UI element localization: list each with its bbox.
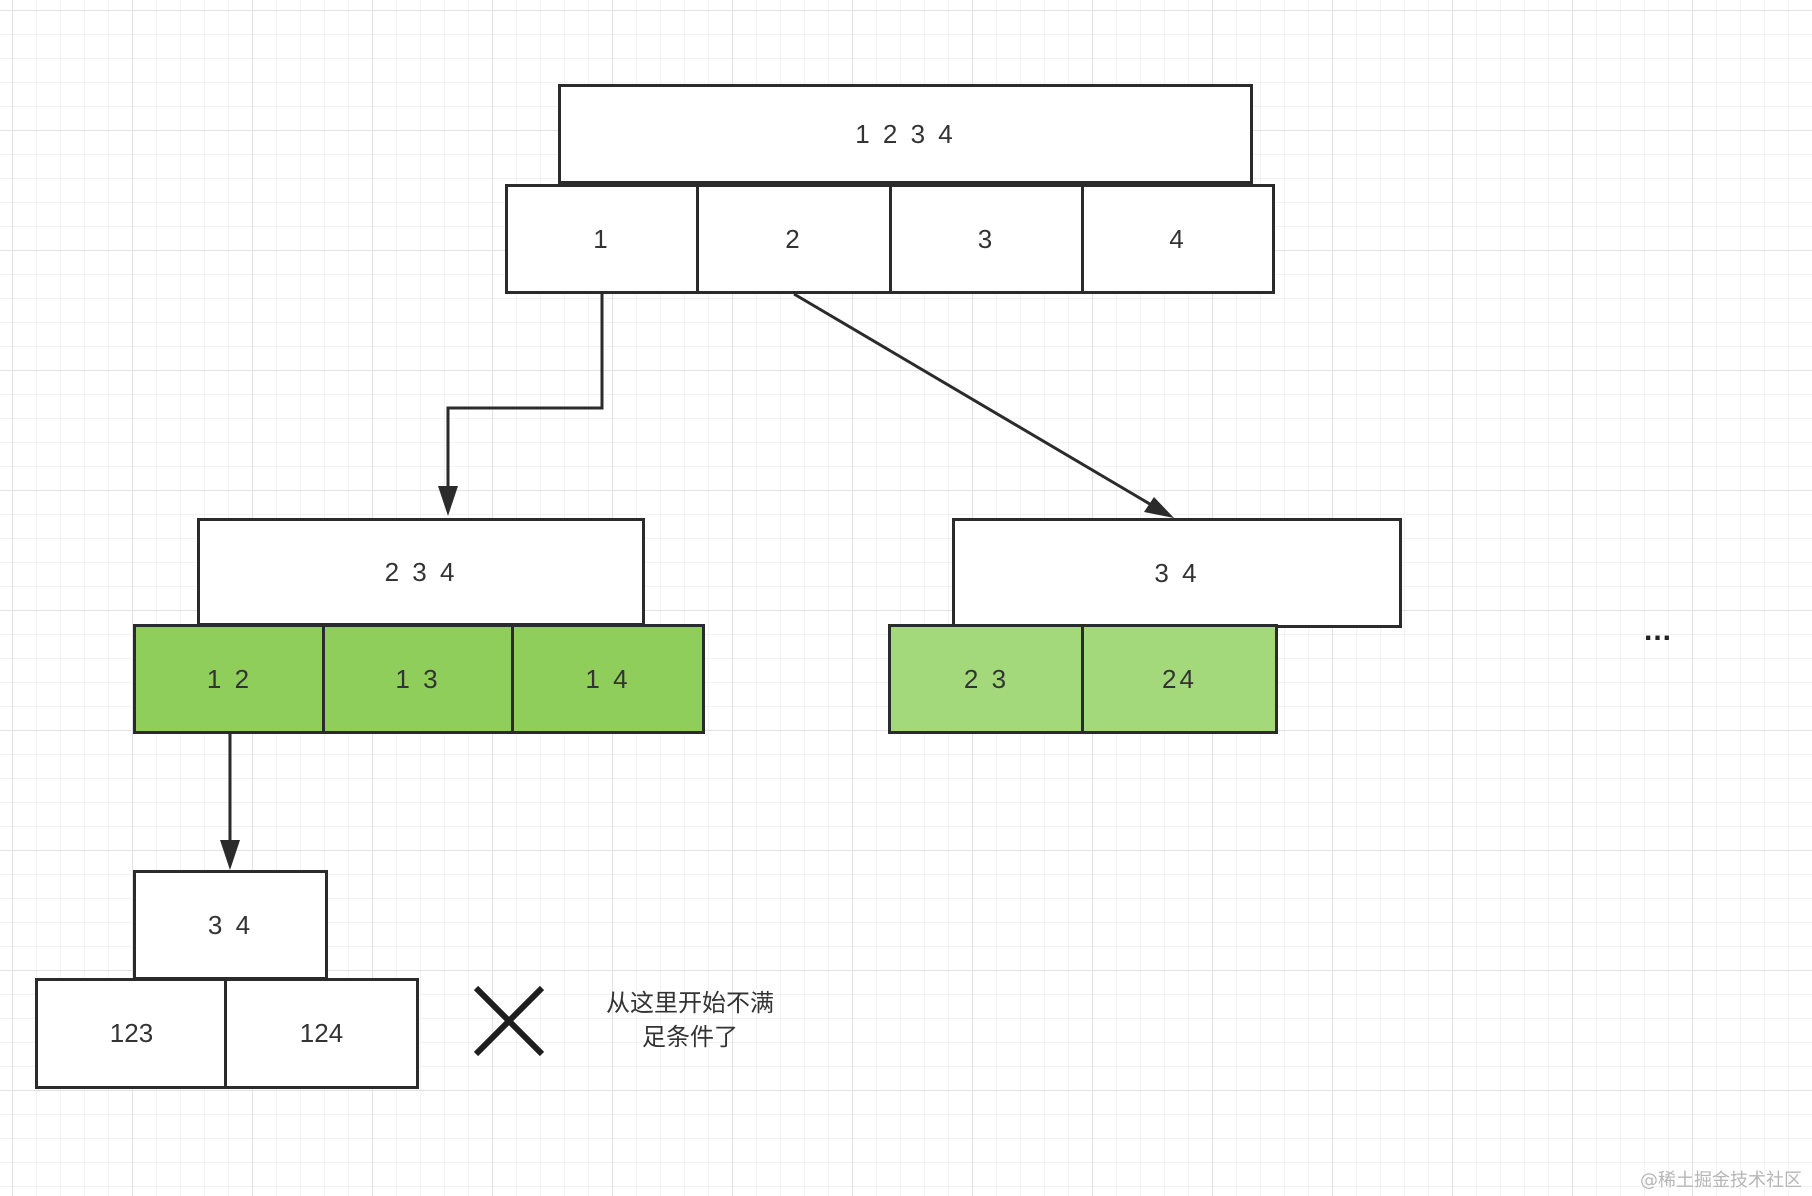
root-header: 1 2 3 4 bbox=[558, 84, 1253, 184]
left-cell-12: 1 2 bbox=[133, 624, 326, 734]
right-cell-23: 2 3 bbox=[888, 624, 1085, 734]
bottom-header: 3 4 bbox=[133, 870, 328, 980]
edge-root-to-right bbox=[793, 292, 1161, 512]
root-cell-2: 2 bbox=[696, 184, 892, 294]
left-header: 2 3 4 bbox=[197, 518, 645, 626]
condition-note: 从这里开始不满 足条件了 bbox=[590, 986, 790, 1054]
note-line-2: 足条件了 bbox=[642, 1023, 738, 1051]
cross-icon bbox=[473, 985, 545, 1057]
left-cell-14: 1 4 bbox=[511, 624, 705, 734]
arrowhead-bottom bbox=[220, 840, 240, 870]
bottom-cell-123: 123 bbox=[35, 978, 228, 1089]
root-cell-3: 3 bbox=[889, 184, 1084, 294]
ellipsis-more: ... bbox=[1644, 614, 1673, 647]
left-cell-13: 1 3 bbox=[322, 624, 514, 734]
root-cell-1: 1 bbox=[505, 184, 699, 294]
right-cell-24: 24 bbox=[1081, 624, 1278, 734]
watermark: @稀土掘金技术社区 bbox=[1640, 1170, 1802, 1191]
root-cell-4: 4 bbox=[1081, 184, 1275, 294]
bottom-cell-124: 124 bbox=[224, 978, 419, 1089]
note-line-1: 从这里开始不满 bbox=[606, 989, 774, 1017]
right-header: 3 4 bbox=[952, 518, 1402, 628]
arrowhead-left bbox=[438, 486, 458, 516]
arrowhead-right bbox=[1144, 497, 1174, 518]
edge-root-to-left bbox=[446, 294, 604, 502]
